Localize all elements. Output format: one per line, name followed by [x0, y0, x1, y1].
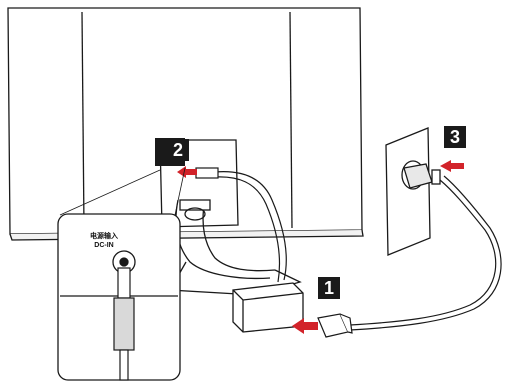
arrow-step3-icon [440, 160, 464, 172]
step-3-badge: 3 [444, 126, 466, 148]
port-label-chinese: 电源输入 [90, 231, 118, 240]
step-2-badge: 2 [167, 139, 189, 161]
dc-in-port-detail: 电源输入 DC-IN [58, 214, 180, 380]
step-1-badge: 1 [318, 277, 340, 299]
power-adapter-icon [233, 283, 303, 332]
wall-outlet-icon [386, 128, 440, 255]
port-label-dc-in: DC-IN [94, 242, 113, 249]
